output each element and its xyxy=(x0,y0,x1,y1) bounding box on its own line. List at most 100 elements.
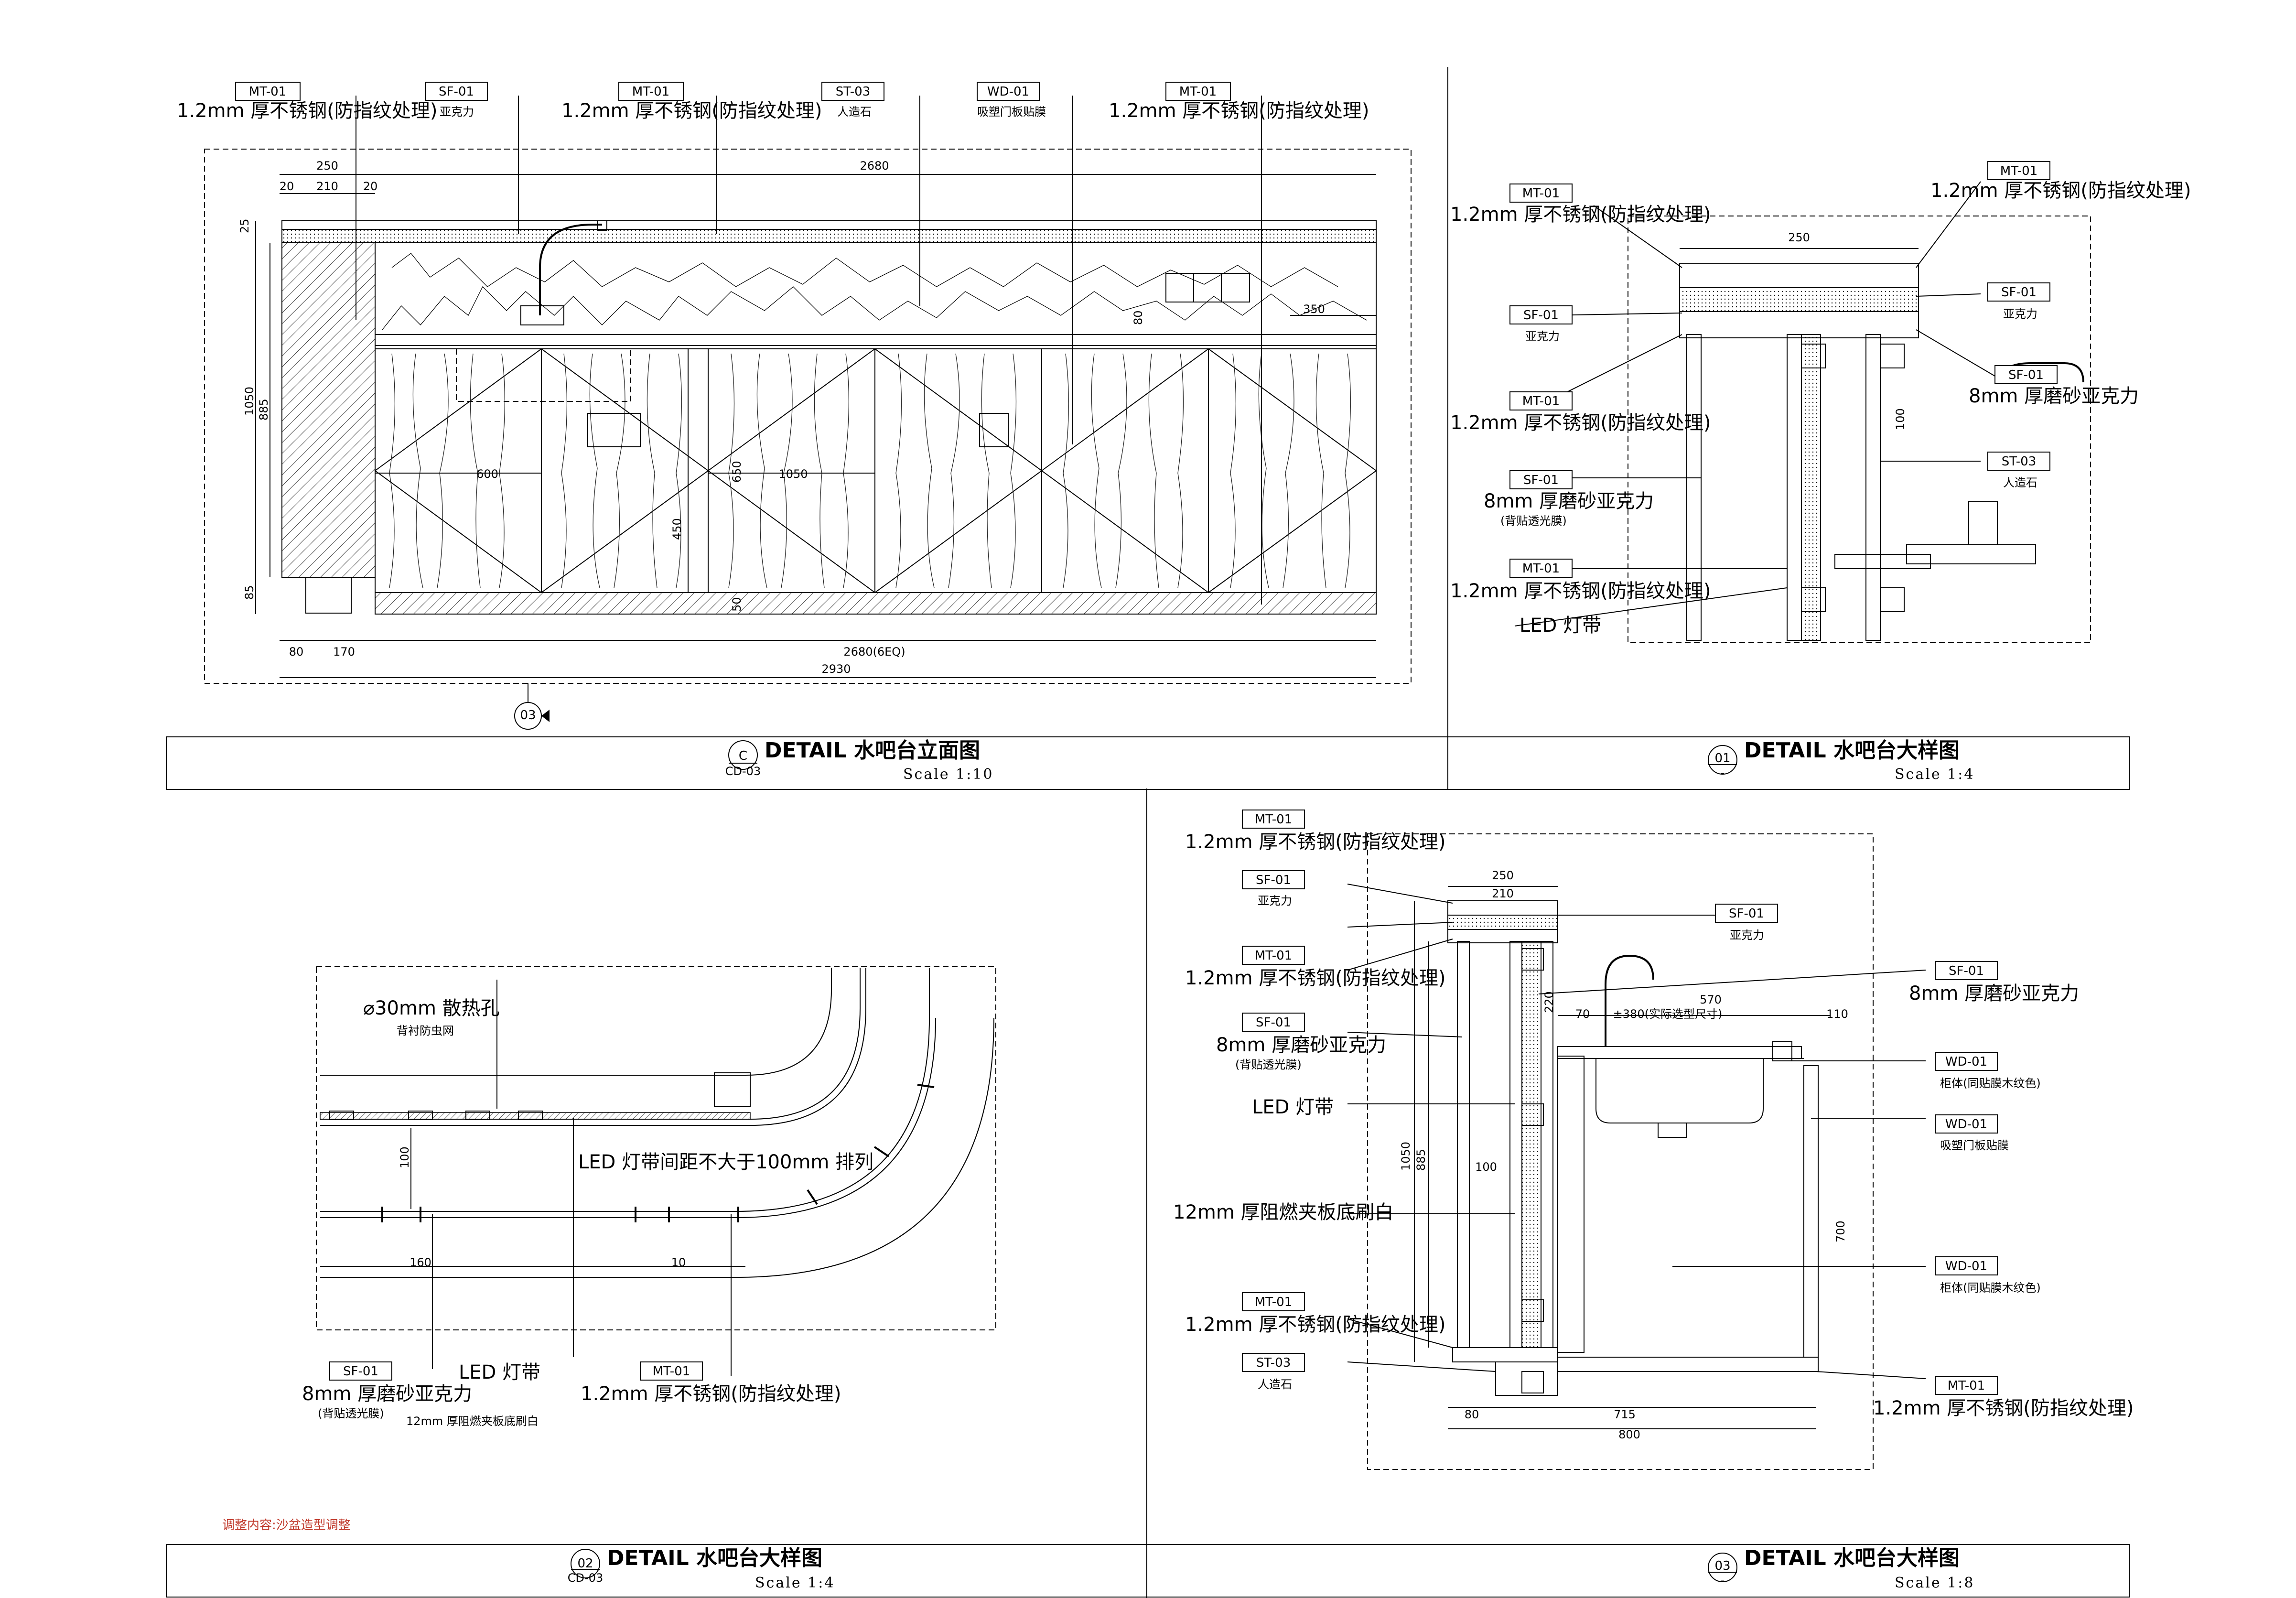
tag-desc: 1.2mm 厚不锈钢(防指纹处理) xyxy=(581,1383,841,1405)
tag-03-r1: SF-01 8mm 厚磨砂亚克力 xyxy=(1909,961,2079,1004)
view-ref: - xyxy=(1721,766,1725,779)
dim-label: 700 xyxy=(1834,1220,1847,1242)
tag-code: SF-01 xyxy=(343,1364,378,1379)
end-panel-hatched xyxy=(281,242,376,578)
tag-desc: 8mm 厚磨砂亚克力 xyxy=(1969,385,2139,407)
dim-label: 250 xyxy=(1788,231,1810,244)
led-label: LED 灯带 xyxy=(1520,615,1601,637)
tag-desc: 1.2mm 厚不锈钢(防指纹处理) xyxy=(1930,180,2191,202)
section-marker-label: 03 xyxy=(520,708,536,723)
view-c-elevation xyxy=(204,96,1412,730)
tag-desc: 亚克力 xyxy=(440,105,474,119)
dim-label: 20 xyxy=(363,180,378,193)
tag-code: SF-01 xyxy=(1523,308,1559,323)
tag-code: MT-01 xyxy=(1255,949,1292,963)
dim-label: 100 xyxy=(398,1146,411,1168)
dim-label: 885 xyxy=(257,399,270,421)
tag-code: ST-03 xyxy=(836,85,870,99)
panel-diamonds xyxy=(374,348,1377,594)
tag-code: MT-01 xyxy=(632,85,669,99)
dim-label: 1050 xyxy=(1399,1142,1412,1171)
dim-label: 80 xyxy=(289,645,304,659)
tag-desc: 1.2mm 厚不锈钢(防指纹处理) xyxy=(1450,204,1711,226)
view-03-section xyxy=(1347,833,1926,1470)
tag-code: ST-03 xyxy=(1256,1356,1291,1370)
dim-label: 50 xyxy=(730,597,744,612)
view-ref: CD-03 xyxy=(725,765,761,778)
plywood-label: 12mm 厚阻燃夹板底刷白 xyxy=(406,1414,539,1428)
dim-label: 170 xyxy=(333,645,355,659)
view-03-dims: 250 210 570 ±380(实际选型尺寸) 70 110 1050 885… xyxy=(1399,869,1848,1441)
left-panel xyxy=(1686,334,1702,641)
view-02-labels: ⌀30mm 散热孔 背衬防虫网 LED 灯带间距不大于100mm 排列 SF-0… xyxy=(302,997,873,1428)
tag-code: MT-01 xyxy=(1522,561,1560,576)
tag-desc: (背贴透光膜) xyxy=(1235,1058,1302,1071)
sink-note: ±380(实际选型尺寸) xyxy=(1613,1007,1723,1021)
view-scale: Scale 1:4 xyxy=(755,1575,835,1591)
tag-03-r5: MT-01 1.2mm 厚不锈钢(防指纹处理) xyxy=(1873,1376,2134,1419)
tag-code: WD-01 xyxy=(1945,1259,1987,1274)
view-number: 03 xyxy=(1714,1559,1730,1573)
tag-desc: 吸塑门板贴膜 xyxy=(1940,1139,2009,1152)
tag-code: WD-01 xyxy=(1945,1055,1987,1069)
view-ref: - xyxy=(1721,1574,1725,1587)
tag-code: ST-03 xyxy=(2002,454,2036,469)
tag-code: MT-01 xyxy=(653,1364,690,1379)
dim-label: 570 xyxy=(1700,993,1722,1006)
view-c-boundary xyxy=(204,149,1412,684)
note-text: LED 灯带间距不大于100mm 排列 xyxy=(578,1151,873,1173)
tag-01-1: SF-01 亚克力 xyxy=(1509,305,1573,343)
tag-01-7: SF-01 8mm 厚磨砂亚克力 xyxy=(1969,365,2139,407)
view-scale: Scale 1:10 xyxy=(903,766,994,783)
dimension-lines xyxy=(255,174,1376,678)
dim-label: 25 xyxy=(238,218,251,233)
tag-desc: (背贴透光膜) xyxy=(318,1407,384,1420)
wood-grain xyxy=(389,353,1351,588)
tag-desc: 亚克力 xyxy=(1258,894,1292,907)
tag-desc: 吸塑门板贴膜 xyxy=(977,105,1046,119)
sheet-frame xyxy=(166,67,2130,1598)
dim-label: 350 xyxy=(1303,302,1325,316)
dim-label: 100 xyxy=(1475,1160,1497,1174)
tag-desc: 1.2mm 厚不锈钢(防指纹处理) xyxy=(1450,580,1711,602)
view-01-boundary xyxy=(1628,216,2091,643)
dim-label: 2680(6EQ) xyxy=(843,645,905,659)
view-c-dims: 250 2680 20 210 20 25 1050 885 85 80 170… xyxy=(238,159,1325,676)
tag-code: WD-01 xyxy=(1945,1117,1987,1132)
dim-label: 210 xyxy=(1492,887,1514,900)
tag-desc: 亚克力 xyxy=(2003,307,2037,321)
square-tube xyxy=(714,1072,751,1107)
dim-label: 80 xyxy=(1465,1408,1479,1421)
tag-03-l0: MT-01 1.2mm 厚不锈钢(防指纹处理) xyxy=(1185,810,1445,853)
view-02-dims: 160 10 100 xyxy=(398,1146,686,1269)
dim-label: 160 xyxy=(410,1256,431,1269)
tag-code: SF-01 xyxy=(1256,873,1291,887)
tag-desc: 柜体(同贴膜木纹色) xyxy=(1940,1281,2041,1295)
tag-03-r4: WD-01 柜体(同贴膜木纹色) xyxy=(1935,1256,2041,1295)
tag-c-2: MT-01 1.2mm 厚不锈钢(防指纹处理) xyxy=(561,82,822,122)
note-text: 背衬防虫网 xyxy=(397,1024,454,1037)
tag-code: MT-01 xyxy=(1948,1379,1985,1393)
title-block-c: C CD-03 DETAIL 水吧台立面图 Scale 1:10 xyxy=(725,738,994,783)
tag-code: MT-01 xyxy=(249,85,286,99)
tag-02-0: SF-01 8mm 厚磨砂亚克力 (背贴透光膜) xyxy=(302,1361,472,1420)
tag-desc: 亚克力 xyxy=(1730,929,1764,942)
tag-code: SF-01 xyxy=(1256,1015,1291,1030)
tag-desc: 人造石 xyxy=(2003,476,2037,489)
tag-desc: 亚克力 xyxy=(1525,330,1560,343)
view-01-tags: MT-01 1.2mm 厚不锈钢(防指纹处理) SF-01 亚克力 MT-01 … xyxy=(1450,161,2191,637)
dim-label: 70 xyxy=(1575,1007,1590,1021)
view-number: 01 xyxy=(1714,751,1730,766)
tag-code: SF-01 xyxy=(2008,368,2044,382)
view-title: DETAIL 水吧台立面图 xyxy=(765,738,980,763)
tag-03-l1: SF-01 亚克力 xyxy=(1242,870,1305,907)
tag-03-l5: ST-03 人造石 xyxy=(1242,1353,1305,1391)
led-label: LED 灯带 xyxy=(1252,1096,1334,1118)
dim-label: 250 xyxy=(1492,869,1514,882)
view-scale: Scale 1:8 xyxy=(1895,1575,1974,1591)
dim-label: 650 xyxy=(730,461,744,483)
tag-code: SF-01 xyxy=(439,85,474,99)
view-title: DETAIL 水吧台大样图 xyxy=(1744,1546,1960,1570)
tag-03-l2: MT-01 1.2mm 厚不锈钢(防指纹处理) xyxy=(1185,946,1445,989)
tag-code: SF-01 xyxy=(1729,907,1764,921)
